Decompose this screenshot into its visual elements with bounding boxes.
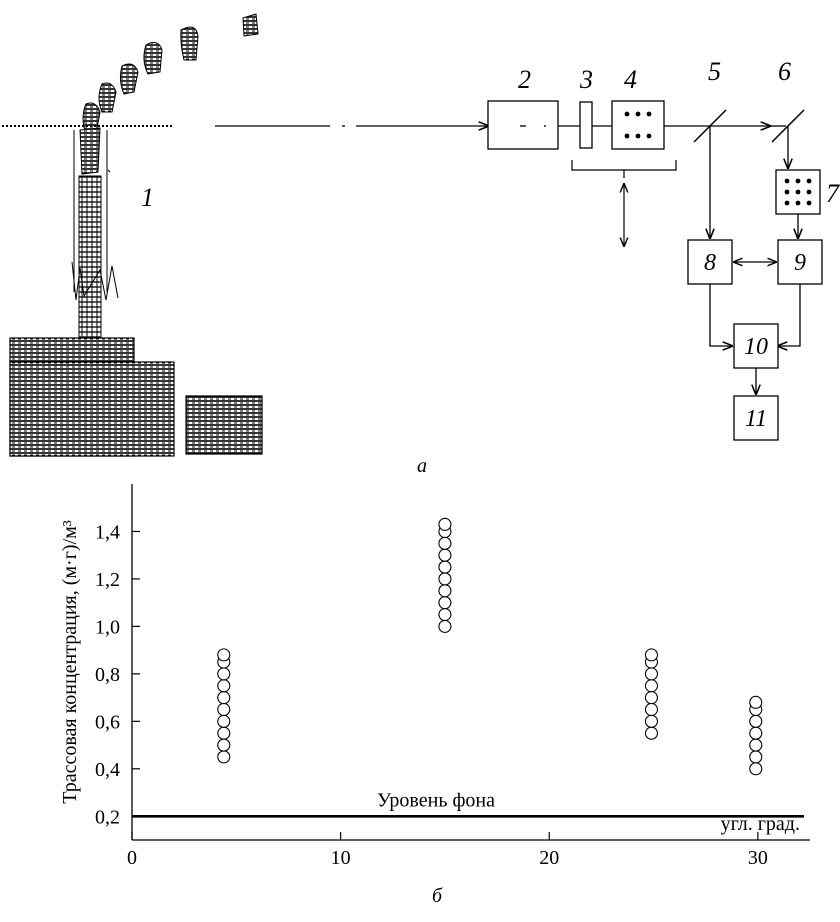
data-point	[438, 619, 452, 633]
chart-part-b: 0,2 0,4 0,6 0,8 1,0 1,2 1,4 0 10 20 30 Уровень фо…	[59, 484, 810, 907]
data-point	[749, 762, 763, 776]
data-point	[217, 691, 231, 705]
data-point	[644, 726, 659, 740]
schematic-part-a: 1 2 3 4 5 6	[2, 13, 840, 477]
data-point	[644, 648, 659, 662]
data-point	[438, 572, 452, 586]
data-point	[749, 695, 763, 709]
data-point	[644, 691, 659, 705]
y-tick-label: 0,2	[95, 806, 120, 828]
data-point	[438, 548, 452, 562]
data-point	[644, 667, 659, 681]
data-point	[217, 679, 231, 693]
data-point	[644, 702, 659, 717]
y-axis-title: Трассовая концентрация, (м·г)/м³	[59, 520, 81, 804]
label-7: 7	[826, 179, 840, 208]
element-3	[579, 101, 593, 149]
x-tick-label: 0	[127, 847, 137, 869]
y-ticks: 0,2 0,4 0,6 0,8 1,0 1,2 1,4	[95, 521, 140, 828]
background-level-label: Уровень фона	[377, 789, 495, 811]
label-3: 3	[579, 65, 593, 94]
block-9	[777, 239, 823, 285]
data-point	[217, 738, 231, 752]
data-point	[438, 536, 452, 550]
data-point	[749, 738, 763, 752]
block-10-label: 10	[744, 334, 768, 360]
data-point	[217, 714, 231, 728]
data-point	[217, 702, 231, 717]
y-tick-label: 1,4	[95, 521, 120, 543]
data-point	[217, 726, 231, 740]
element-4	[611, 100, 665, 150]
data-point	[749, 714, 763, 728]
chimney	[78, 175, 102, 341]
y-tick-label: 0,8	[95, 664, 120, 686]
factory-buildings	[9, 337, 263, 457]
y-tick-label: 0,6	[95, 711, 120, 733]
x-tick-label: 30	[748, 847, 768, 869]
data-point	[438, 607, 452, 622]
x-tick-label: 10	[331, 847, 351, 869]
data-point	[644, 679, 659, 693]
data-point	[217, 648, 231, 662]
element-2	[487, 100, 559, 150]
block-9-label: 9	[794, 250, 806, 276]
label-4: 4	[624, 65, 637, 94]
caption-a: а	[417, 455, 427, 477]
smoke-plume	[79, 13, 259, 175]
caption-b: б	[432, 885, 443, 907]
y-tick-label: 0,4	[95, 759, 120, 781]
data-point	[644, 714, 659, 728]
data-point	[438, 596, 452, 610]
block-11-label: 11	[745, 406, 767, 432]
block-11	[733, 395, 779, 441]
data-points	[217, 517, 763, 776]
x-tick-label: 20	[539, 847, 559, 869]
data-point	[217, 667, 231, 681]
unit-label: угл. град.	[721, 813, 800, 835]
data-point	[438, 584, 452, 598]
label-2: 2	[518, 65, 531, 94]
data-point	[749, 726, 763, 740]
data-point	[438, 517, 452, 531]
data-point	[438, 560, 452, 574]
data-point	[217, 750, 231, 764]
label-1: 1	[141, 183, 154, 212]
data-point	[749, 750, 763, 764]
y-tick-label: 1,2	[95, 569, 120, 591]
block-8-label: 8	[704, 250, 716, 276]
y-tick-label: 1,0	[95, 616, 120, 638]
x-ticks: 0 10 20 30	[127, 832, 768, 869]
label-6: 6	[778, 57, 791, 86]
label-5: 5	[708, 57, 721, 86]
